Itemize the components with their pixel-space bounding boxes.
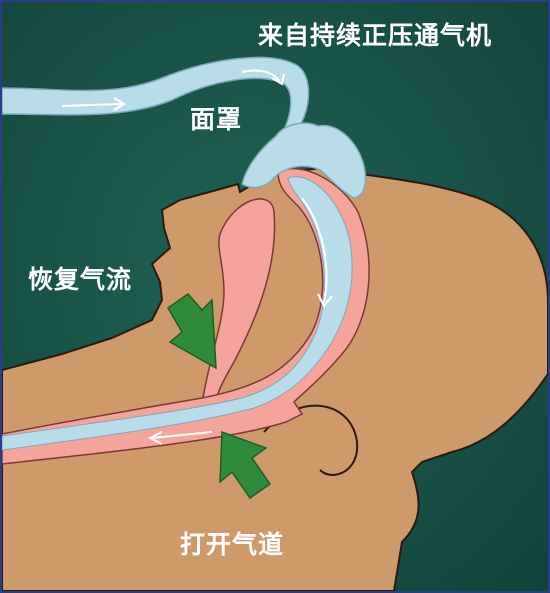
- mask-label: 面罩: [190, 100, 242, 136]
- restore-airflow-label: 恢复气流: [28, 260, 132, 296]
- open-airway-label: 打开气道: [180, 525, 284, 561]
- source-label: 来自持续正压通气机: [258, 16, 492, 52]
